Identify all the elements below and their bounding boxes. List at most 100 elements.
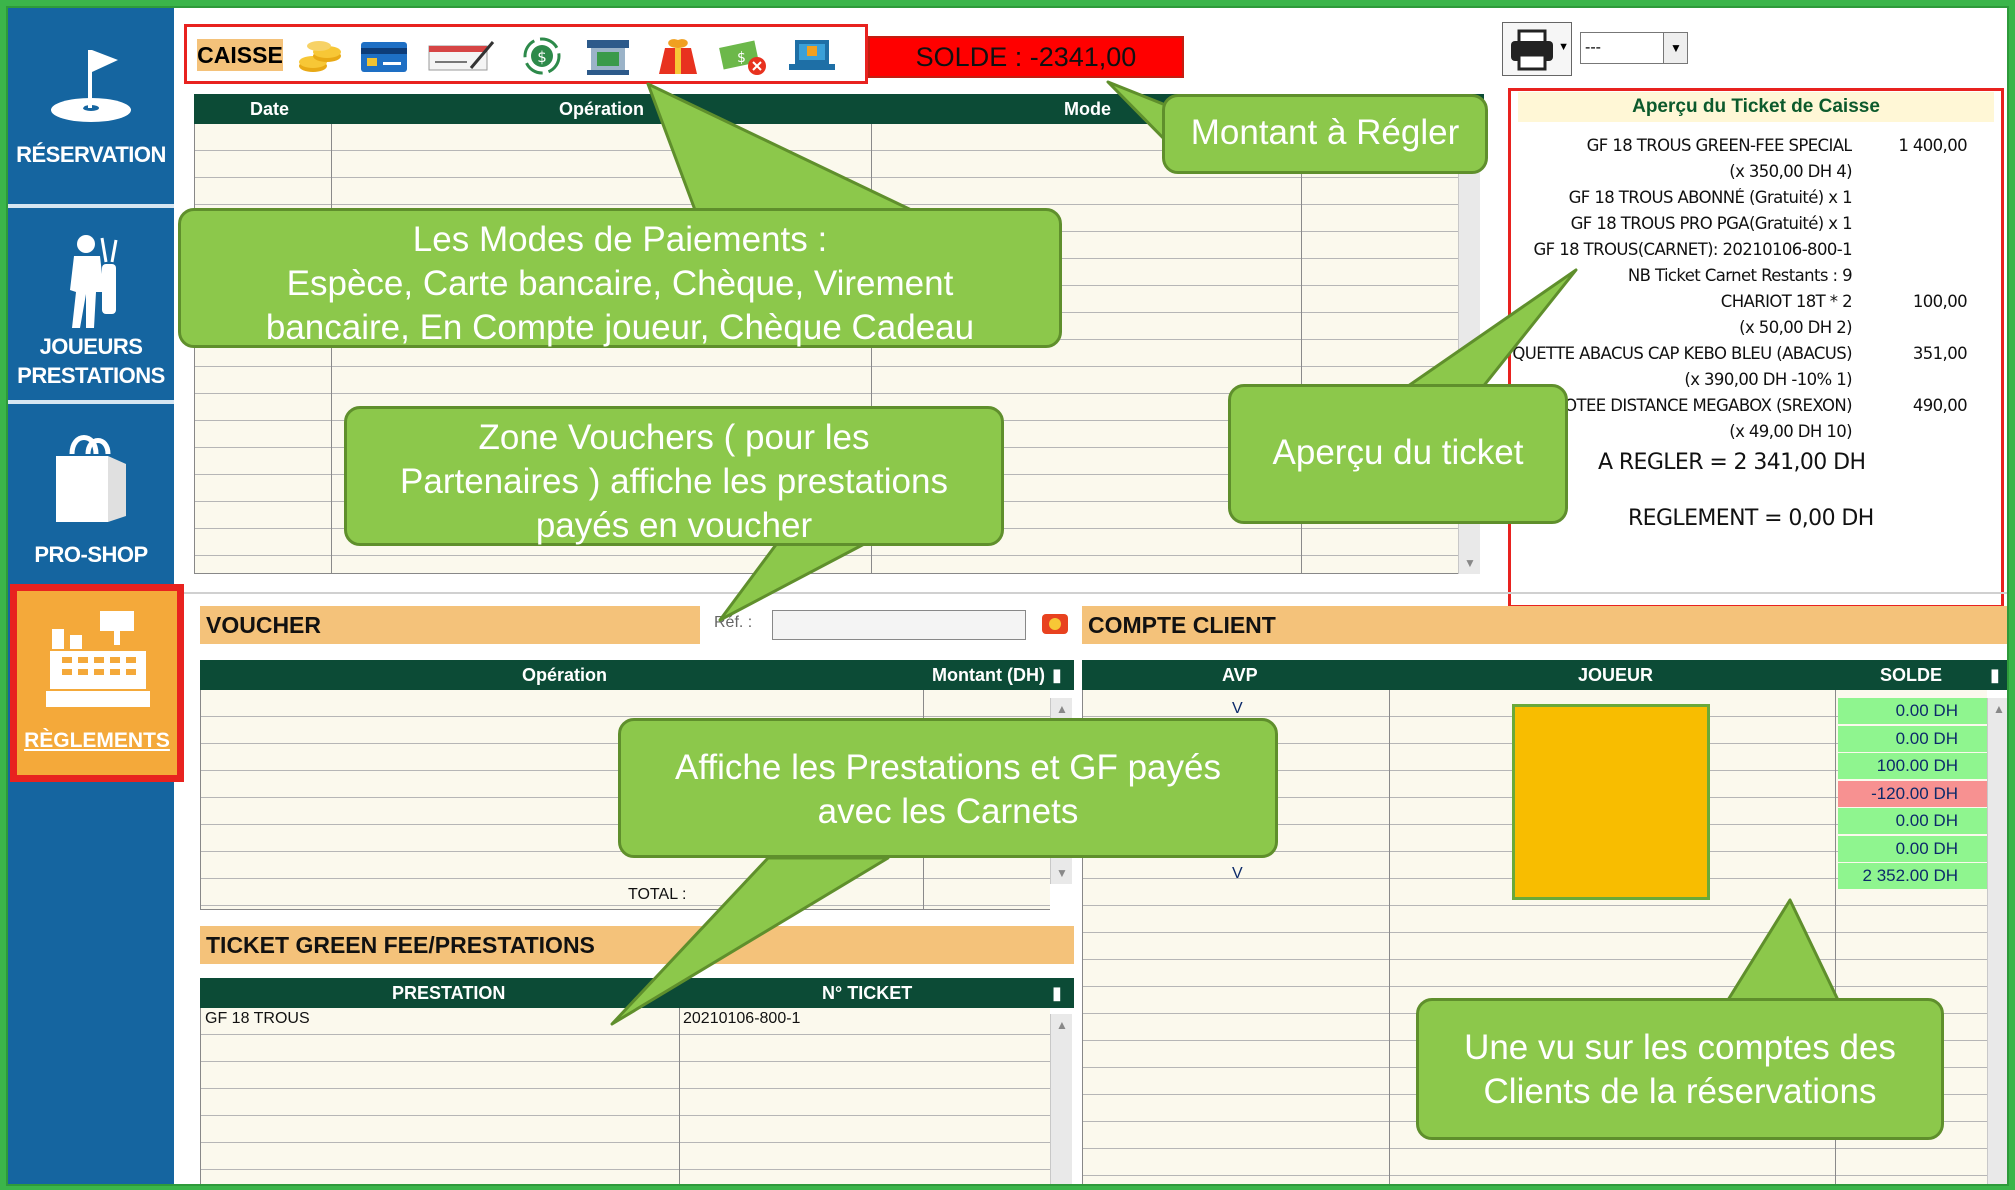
payment-toolbar: CAISSE $ $ xyxy=(184,24,868,84)
table-cell-avp[interactable]: V xyxy=(1232,865,1243,882)
table-cell-solde[interactable]: 0.00 DH xyxy=(1838,835,1988,862)
column-header: Date xyxy=(250,99,290,119)
sidebar-item-label: PRO-SHOP xyxy=(34,542,148,567)
sidebar-item-label: PRESTATIONS xyxy=(17,363,165,388)
callout-montant: Montant à Régler xyxy=(1162,94,1488,174)
voucher-ref-label: Réf. : xyxy=(714,614,753,631)
ticket-line-label: NB Ticket Carnet Restants : 9 xyxy=(1627,266,1852,285)
trash-icon[interactable]: ▮ xyxy=(1052,983,1062,1003)
ticket-line-amount: 1 400,00 xyxy=(1898,136,1967,155)
chevron-down-icon[interactable]: ▼ xyxy=(1464,556,1476,570)
ticket-gf-header: PRESTATION N° TICKET ▮ xyxy=(200,978,1074,1008)
ticket-preview xyxy=(1508,88,2004,608)
voucher-title: VOUCHER xyxy=(200,606,700,644)
ticket-preview-title: Aperçu du Ticket de Caisse xyxy=(1518,92,1994,122)
ticket-line-label: 2 * CHARIOT 18T xyxy=(1720,292,1852,311)
table-cell-solde[interactable]: 0.00 DH xyxy=(1838,808,1988,834)
table-cell-ticket[interactable]: 20210106-800-1 xyxy=(683,1010,801,1027)
svg-text:$: $ xyxy=(737,50,746,66)
ticket-a-regler: A REGLER = 2 341,00 DH xyxy=(1598,450,1866,475)
chevron-up-icon[interactable]: ▲ xyxy=(1056,1018,1068,1032)
print-button[interactable]: ▼ xyxy=(1502,22,1572,76)
ticket-line-label: (10 x 49,00 DH) xyxy=(1729,422,1852,441)
caisse-button[interactable]: CAISSE xyxy=(197,39,283,71)
column-header: N° TICKET xyxy=(822,983,913,1003)
ticket-scrollbar[interactable] xyxy=(1980,128,2002,604)
shopping-bag-icon xyxy=(56,435,126,522)
ticket-line-label: GF 18 TROUS PRO PGA(Gratuité) x 1 xyxy=(1570,214,1852,233)
column-header: JOUEUR xyxy=(1578,665,1654,685)
trash-icon[interactable]: ▮ xyxy=(1052,665,1062,685)
table-cell-solde[interactable]: 2 352.00 DH xyxy=(1838,863,1988,889)
voucher-ref-input[interactable] xyxy=(772,610,1026,640)
sidebar: RÉSERVATION JOUEURS PRESTATIONS PRO-SHOP xyxy=(8,8,184,1184)
table-cell-solde[interactable]: 0.00 DH xyxy=(1838,698,1988,724)
callout-vouchers: Zone Vouchers ( pour les Partenaires ) a… xyxy=(344,406,1004,546)
divider xyxy=(184,592,2007,594)
ticket-reglement: REGLEMENT = 0,00 DH xyxy=(1628,506,1874,531)
callout-comptes: Une vu sur les comptes des Clients de la… xyxy=(1416,998,1944,1140)
voucher-header: Opération Montant (DH) ▮ xyxy=(200,660,1074,690)
golfer-icon xyxy=(70,235,118,328)
column-header: PRESTATION xyxy=(392,983,506,1003)
ticket-line-label: GF 18 TROUS(CARNET): 20210106-800-1 xyxy=(1533,240,1852,259)
compte-client-header: AVP JOUEUR SOLDE ▮ xyxy=(1082,660,2007,690)
table-cell-solde[interactable]: -120.00 DH xyxy=(1838,780,1988,807)
callout-apercu: Aperçu du ticket xyxy=(1228,384,1568,524)
laptop-icon[interactable] xyxy=(787,36,837,76)
voucher-search-icon[interactable] xyxy=(1038,606,1072,640)
printer-select[interactable]: --- ▼ xyxy=(1580,32,1688,64)
table-cell-avp[interactable]: V xyxy=(1232,700,1243,717)
ticket-gf-scrollbar[interactable]: ▲ xyxy=(1050,1014,1072,1184)
table-cell-solde[interactable]: 0.00 DH xyxy=(1838,725,1988,752)
ticket-line-label: (4 x 350,00 DH) xyxy=(1729,162,1852,181)
cheque-icon[interactable] xyxy=(427,36,497,76)
app-window: RÉSERVATION JOUEURS PRESTATIONS PRO-SHOP xyxy=(6,6,2009,1186)
ticket-gf-grid[interactable]: GF 18 TROUS 20210106-800-1 xyxy=(200,1008,1050,1184)
sidebar-item-proshop[interactable]: PRO-SHOP xyxy=(8,426,174,569)
divider xyxy=(8,204,174,208)
chevron-up-icon[interactable]: ▲ xyxy=(1056,702,1068,716)
column-header: SOLDE xyxy=(1880,665,1943,685)
solde-display: SOLDE : -2341,00 xyxy=(868,36,1184,78)
compte-client-title: COMPTE CLIENT xyxy=(1082,606,2007,644)
table-cell-solde[interactable]: 100.00 DH xyxy=(1838,753,1988,779)
callout-modes: Les Modes de Paiements : Espèce, Carte b… xyxy=(178,208,1062,348)
compte-client-scrollbar[interactable]: ▲ xyxy=(1987,698,2007,1184)
ticket-gf-title: TICKET GREEN FEE/PRESTATIONS xyxy=(200,926,1074,964)
sidebar-item-reservation[interactable]: RÉSERVATION xyxy=(8,38,174,169)
svg-text:$: $ xyxy=(537,48,547,66)
ticket-line-label: GF 18 TROUS ABONNÉ (Gratuité) x 1 xyxy=(1568,188,1852,207)
credit-card-icon[interactable] xyxy=(359,36,409,76)
cancel-payment-icon[interactable]: $ xyxy=(719,36,769,76)
sidebar-item-joueurs[interactable]: JOUEURS PRESTATIONS xyxy=(8,232,174,390)
column-header: Opération xyxy=(559,99,645,119)
gift-icon[interactable] xyxy=(653,36,703,76)
cash-register-icon xyxy=(46,611,150,707)
sidebar-item-label: RÉSERVATION xyxy=(16,142,166,167)
ticket-line-label: GF 18 TROUS GREEN-FEE SPECIAL xyxy=(1586,136,1852,155)
ticket-line-label: QUETTE ABACUS CAP KEBO BLEU (ABACUS) xyxy=(1512,344,1852,363)
trash-icon[interactable]: ▮ xyxy=(1990,665,2000,685)
coins-icon[interactable] xyxy=(295,36,345,76)
printer-icon xyxy=(1511,29,1553,71)
sidebar-item-reglements[interactable]: RÈGLEMENTS xyxy=(10,584,184,782)
sidebar-item-label: RÈGLEMENTS xyxy=(24,729,170,752)
column-header: Montant (DH) xyxy=(932,665,1045,685)
column-header: Opération xyxy=(522,665,608,685)
callout-carnets: Affiche les Prestations et GF payés avec… xyxy=(618,718,1278,858)
chevron-down-icon[interactable]: ▼ xyxy=(1056,866,1068,880)
transfer-icon[interactable]: $ xyxy=(517,36,567,76)
ticket-line-label: OGOTEE DISTANCE MEGABOX (SREXON) xyxy=(1539,396,1852,415)
bank-icon[interactable] xyxy=(583,36,633,76)
divider xyxy=(8,400,174,404)
chevron-up-icon[interactable]: ▲ xyxy=(1993,702,2005,716)
table-cell-prestation[interactable]: GF 18 TROUS xyxy=(205,1010,310,1027)
column-header: AVP xyxy=(1222,665,1258,685)
printer-select-value: --- xyxy=(1585,39,1601,56)
ticket-line-label: (1 x 390,00 DH -10%) xyxy=(1684,370,1852,389)
chevron-down-icon: ▼ xyxy=(1663,33,1687,63)
chevron-down-icon: ▼ xyxy=(1558,41,1569,53)
ticket-line-amount: 100,00 xyxy=(1912,292,1968,311)
column-header: Mode xyxy=(1064,99,1111,119)
